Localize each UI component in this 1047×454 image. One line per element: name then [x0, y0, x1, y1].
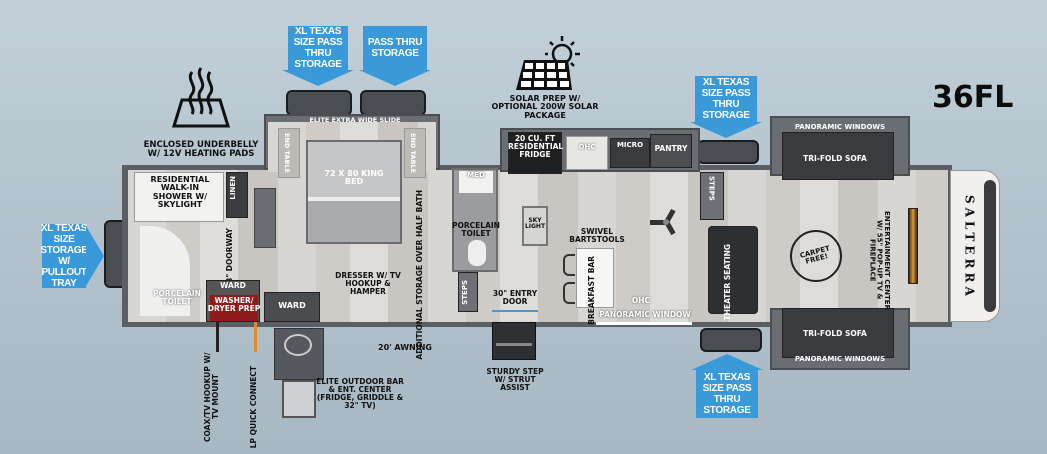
- linen-label: LINEN: [229, 176, 237, 200]
- underbelly-label: ENCLOSED UNDERBELLY W/ 12V HEATING PADS: [143, 140, 259, 159]
- brand-mark: SALTERRA: [962, 195, 977, 300]
- entertainment-label: ENTERTAINMENT CENTER W/ 55" POP-UP TV & …: [868, 210, 892, 310]
- ceiling-fan-icon: [648, 206, 684, 238]
- storage-box-top-left: [286, 90, 352, 116]
- storage-box-bottom-right: [700, 328, 762, 352]
- vanity: [140, 226, 190, 316]
- end-table-right-label: END TABLE: [408, 133, 417, 174]
- panoramic-window-label: PANORAMIC WINDOW: [599, 310, 691, 319]
- half-bath-toilet-label: PORCELAIN TOILET: [452, 221, 500, 238]
- callout-top-right-storage: XL TEXAS SIZE PASS THRU STORAGE: [695, 76, 757, 122]
- panoramic-window: [596, 322, 692, 325]
- sofa-top-window-label: PANORAMIC WINDOWS: [794, 123, 886, 131]
- sofa-bottom: [782, 308, 894, 358]
- ohc-upper: [566, 136, 608, 170]
- porcelain-toilet-rear-label: PORCELAIN TOILET: [153, 289, 201, 306]
- washer-dryer-block: [210, 295, 258, 321]
- skylight: [522, 206, 548, 246]
- steps-living: [700, 172, 724, 220]
- callout-bottom-right-storage: XL TEXAS SIZE PASS THRU STORAGE: [696, 370, 758, 418]
- dresser-label: DRESSER W/ TV HOOKUP & HAMPER: [335, 271, 401, 296]
- sturdy-step: [492, 322, 536, 360]
- steps-living-label: STEPS: [707, 176, 716, 201]
- sturdy-step-label: STURDY STEP W/ STRUT ASSIST: [486, 367, 544, 392]
- theater-seating: [708, 226, 758, 314]
- ohc-lower-label: OHC: [631, 296, 651, 305]
- shower-label: RESIDENTIAL WALK-IN SHOWER W/ SKYLIGHT: [150, 175, 210, 210]
- outdoor-bar-grill: [284, 334, 312, 356]
- solar-panel-icon: [512, 34, 586, 92]
- outdoor-fridge: [282, 380, 316, 418]
- bartstools-label: SWIVEL BARTSTOOLS: [569, 227, 625, 244]
- steps-mid: [458, 272, 478, 312]
- shower: [134, 172, 224, 222]
- med-cabinet: [458, 170, 494, 194]
- fireplace: [908, 208, 918, 284]
- entry-door-label: 30" ENTRY DOOR: [492, 289, 538, 306]
- bartstool-2: [563, 282, 575, 304]
- med-label: MED: [467, 171, 485, 179]
- storage-box-top-right: [697, 140, 759, 164]
- theater-label: THEATER SEATING: [723, 244, 732, 321]
- sofa-bottom-window-label: PANORAMIC WINDOWS: [794, 355, 886, 363]
- washer-dryer-label: WASHER/ DRYER PREP: [207, 296, 261, 313]
- steps-mid-label: STEPS: [461, 280, 469, 305]
- carpet-free-label: CARPET FREE!: [799, 243, 831, 266]
- ward-rear-label: WARD: [220, 281, 246, 290]
- lp-label: LP QUICK CONNECT: [249, 366, 258, 449]
- pantry-label: PANTRY: [654, 144, 688, 153]
- lp-line: [254, 322, 257, 352]
- micro-label: MICRO: [616, 141, 644, 149]
- microwave: [610, 138, 650, 168]
- king-bed-label: 72 X 80 KING BED: [324, 169, 384, 187]
- end-table-left: [278, 128, 300, 178]
- solar-label: SOLAR PREP W/ OPTIONAL 200W SOLAR PACKAG…: [491, 94, 599, 120]
- pantry: [650, 134, 692, 168]
- breakfast-bar: [576, 248, 614, 308]
- king-bed-stripe: [308, 197, 400, 201]
- coax-line: [216, 322, 219, 352]
- slide-label: ELITE EXTRA WIDE SLIDE: [309, 116, 401, 124]
- fridge-label: 20 CU. FT RESIDENTIAL FRIDGE: [508, 134, 564, 159]
- end-table-left-label: END TABLE: [282, 133, 291, 174]
- model-title: 36FL: [932, 80, 1014, 115]
- half-bath-toilet: [468, 240, 486, 266]
- bartstool-1: [563, 254, 575, 276]
- front-window: [984, 180, 996, 312]
- end-table-right: [404, 128, 426, 178]
- sofa-bottom-label: TRI-FOLD SOFA: [803, 329, 867, 338]
- storage-box-top-mid: [360, 90, 426, 116]
- sofa-top: [782, 132, 894, 180]
- heated-underbelly-icon: [170, 64, 232, 128]
- callout-top-mid-storage: PASS THRU STORAGE: [363, 26, 427, 70]
- sturdy-step-tread: [496, 343, 532, 346]
- ward-bedroom: [264, 292, 320, 322]
- sofa-top-label: TRI-FOLD SOFA: [803, 154, 867, 163]
- carpet-free-badge: CARPET FREE!: [790, 230, 842, 282]
- storage-half-bath-label: ADDITIONAL STORAGE OVER HALF BATH: [415, 190, 424, 360]
- callout-rear-storage: XL TEXAS SIZE STORAGE W/ PULLOUT TRAY: [40, 223, 88, 289]
- entry-door-dimension: [492, 310, 538, 312]
- coax-label: COAX/TV HOOKUP W/ TV MOUNT: [203, 352, 220, 442]
- linen-closet: [226, 172, 248, 218]
- fridge: [508, 132, 562, 174]
- skylight-label: SKY LIGHT: [524, 217, 546, 231]
- callout-top-left-storage: XL TEXAS SIZE PASS THRU STORAGE: [288, 26, 348, 70]
- ward-bedroom-label: WARD: [278, 301, 306, 310]
- awning-label: 20' AWNING: [378, 343, 432, 352]
- wardrobe-panel: [254, 188, 276, 248]
- ohc-upper-label: OHC: [578, 143, 596, 151]
- king-bed-mattress: [308, 142, 400, 197]
- outdoor-bar-label: ELITE OUTDOOR BAR & ENT. CENTER (FRIDGE,…: [316, 377, 404, 410]
